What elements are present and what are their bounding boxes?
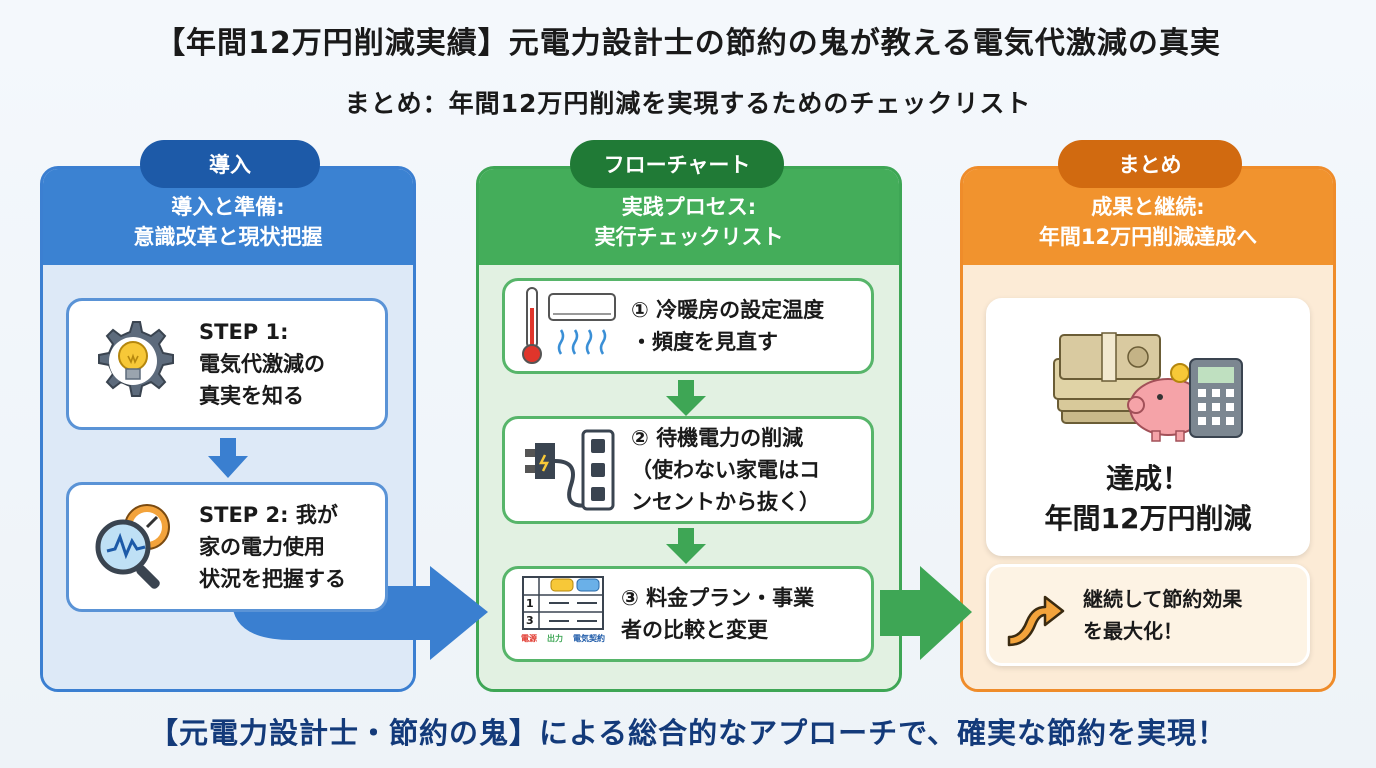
summary-heading-line1: 成果と継続: [1091, 195, 1205, 219]
summary-heading-line2: 年間12万円削減達成へ [1038, 225, 1258, 249]
flow-item-2-line1: ② 待機電力の削減 [631, 426, 804, 450]
step-2-line2: 家の電力使用 [199, 535, 325, 559]
plan-table-icon [522, 576, 604, 630]
plan-comparison-icon: 1 3 電源 出力 電気契約 [521, 575, 605, 653]
footer-message: 【元電力設計士・節約の鬼】による総合的なアプローチで、確実な節約を実現！ [149, 716, 1227, 750]
plan-icon-labels: 電源 出力 電気契約 [521, 633, 605, 644]
step-1-line2: 電気代激減の [199, 352, 325, 376]
flow-item-2-text: ② 待機電力の削減 （使わない家電はコ ンセントから抜く） [631, 422, 820, 518]
flow-item-1-text: ① 冷暖房の設定温度 ・頻度を見直す [631, 294, 824, 358]
flow-down-arrow-1 [666, 380, 706, 416]
flow-down-arrow-2 [666, 528, 706, 564]
step-1-line3: 真実を知る [199, 384, 304, 408]
blue-connector-arrow [232, 566, 488, 660]
step-2-card: STEP 2: 我が 家の電力使用 状況を把握する [66, 482, 388, 612]
step-2-line3: 状況を把握する [199, 567, 346, 591]
flow-item-2-line3: ンセントから抜く） [631, 490, 820, 514]
intro-heading-line2: 意識改革と現状把握 [133, 225, 323, 249]
achievement-line2: 年間12万円削減 [1044, 502, 1252, 535]
continue-card: 継続して節約効果 を最大化！ [986, 564, 1310, 666]
flow-item-1-card: ① 冷暖房の設定温度 ・頻度を見直す [502, 278, 874, 374]
plan-label-1: 電源 [521, 634, 537, 643]
achievement-card: 達成！ 年間12万円削減 [986, 298, 1310, 556]
flow-item-2-card: ② 待機電力の削減 （使わない家電はコ ンセントから抜く） [502, 416, 874, 524]
tab-summary: まとめ [1058, 140, 1242, 188]
flow-item-3-line2: 者の比較と変更 [621, 618, 768, 642]
tab-flowchart: フローチャート [570, 140, 784, 188]
intro-heading-line1: 導入と準備: [171, 195, 285, 219]
page-subtitle: まとめ：年間12万円削減を実現するためのチェックリスト [344, 89, 1032, 118]
flow-heading-line1: 実践プロセス: [621, 195, 757, 219]
flow-item-1-line1: ① 冷暖房の設定温度 [631, 298, 825, 322]
magnifier-meter-icon [95, 504, 170, 589]
flow-item-2-line2: （使わない家電はコ [631, 458, 820, 482]
gear-lightbulb-icon [98, 321, 174, 397]
plan-label-3: 電気契約 [573, 634, 605, 643]
money-piggybank-calculator-icon [1053, 332, 1243, 442]
plan-label-2: 出力 [547, 634, 563, 643]
green-connector-arrow [880, 566, 972, 660]
step-1-line1: STEP 1: [199, 320, 289, 344]
continue-line1: 継続して節約効果 [1083, 587, 1243, 611]
plug-outlet-icon [525, 429, 615, 511]
trend-up-arrow-icon [1007, 595, 1065, 647]
achievement-text: 達成！ 年間12万円削減 [1045, 459, 1252, 539]
flow-heading-line2: 実行チェックリスト [594, 225, 784, 249]
step-2-text: STEP 2: 我が 家の電力使用 状況を把握する [199, 499, 346, 595]
step-2-line1: STEP 2: 我が [199, 503, 338, 527]
flow-item-3-line1: ③ 料金プラン・事業 [621, 586, 815, 610]
continue-text: 継続して節約効果 を最大化！ [1083, 583, 1242, 647]
plan-row-num-1: 1 [526, 597, 534, 610]
tab-intro: 導入 [140, 140, 320, 188]
achievement-line1: 達成！ [1105, 462, 1190, 495]
page-title: 【年間12万円削減実績】元電力設計士の節約の鬼が教える電気代激減の真実 [155, 26, 1221, 61]
step-1-card: STEP 1: 電気代激減の 真実を知る [66, 298, 388, 430]
aircon-thermometer-icon [522, 287, 616, 364]
step-1-text: STEP 1: 電気代激減の 真実を知る [199, 316, 325, 412]
flow-item-3-card: 1 3 電源 出力 電気契約 ③ 料金プラン・事業 者の比較と変更 [502, 566, 874, 662]
intro-down-arrow [208, 438, 248, 478]
continue-line2: を最大化！ [1083, 619, 1183, 643]
flow-item-3-text: ③ 料金プラン・事業 者の比較と変更 [621, 582, 814, 646]
plan-row-num-2: 3 [526, 614, 534, 627]
flow-item-1-line2: ・頻度を見直す [631, 330, 778, 354]
